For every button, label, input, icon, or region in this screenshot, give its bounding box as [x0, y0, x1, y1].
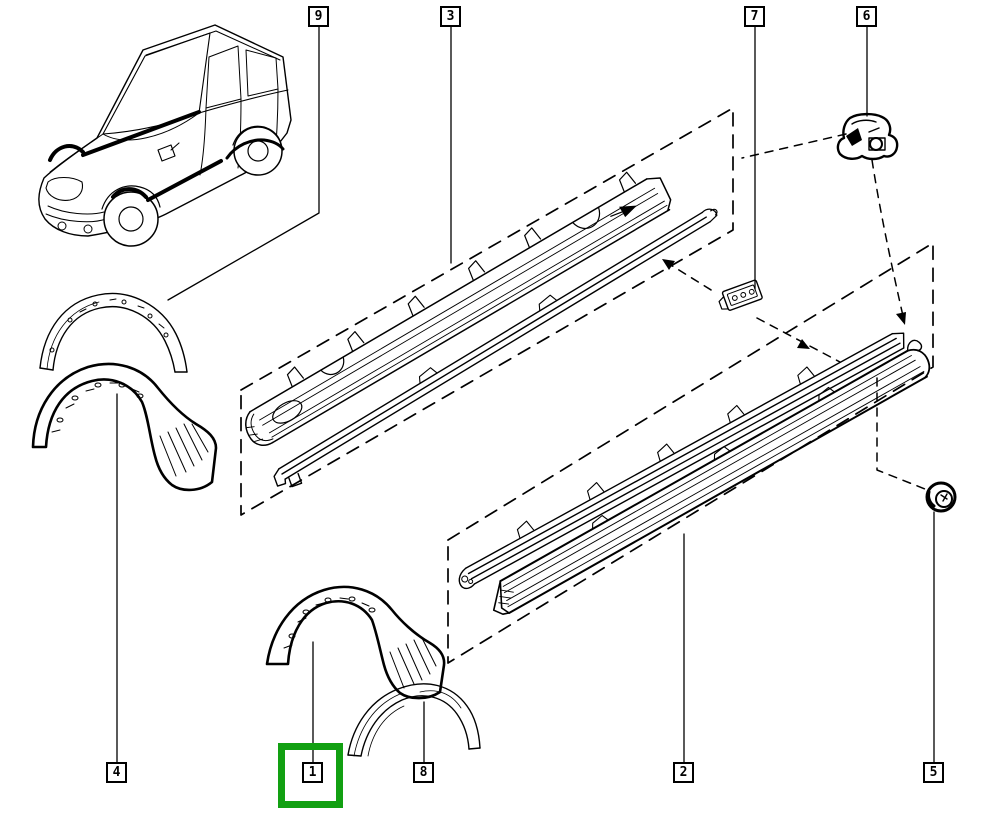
connector-arrowheads [662, 259, 906, 349]
assembly-connectors [665, 133, 926, 490]
dashed-region-part-3 [240, 107, 734, 516]
callout-leader-lines [116, 25, 935, 763]
rear-wheel [233, 126, 283, 176]
dashed-region-part-2 [447, 242, 934, 664]
mirror [157, 142, 180, 162]
leader-9 [167, 25, 320, 301]
wheel-arch-part-1[interactable] [265, 585, 446, 700]
callout-5[interactable]: 5 [923, 762, 944, 783]
callout-3[interactable]: 3 [440, 6, 461, 27]
vehicle-overview-illustration [38, 24, 292, 247]
callout-1[interactable]: 1 [302, 762, 323, 783]
front-wheel [103, 191, 159, 247]
fastener-part-6[interactable] [836, 112, 899, 161]
sill-assembly-part-2[interactable] [449, 318, 936, 619]
callout-8[interactable]: 8 [413, 762, 434, 783]
callout-9[interactable]: 9 [308, 6, 329, 27]
grommet-part-5[interactable] [925, 481, 957, 513]
wheel-arch-trim-part-9[interactable] [39, 292, 188, 373]
clip-part-7[interactable] [716, 279, 763, 313]
wheel-arch-trim-part-8[interactable] [347, 683, 481, 757]
callout-4[interactable]: 4 [106, 762, 127, 783]
selected-part-highlight [278, 743, 343, 808]
wheel-arch-part-4[interactable] [31, 362, 218, 492]
sill-panel-inner-part-3[interactable] [231, 159, 726, 495]
callout-7[interactable]: 7 [744, 6, 765, 27]
callout-6[interactable]: 6 [856, 6, 877, 27]
callout-2[interactable]: 2 [673, 762, 694, 783]
bodyside-moulding-strokes [48, 110, 285, 202]
